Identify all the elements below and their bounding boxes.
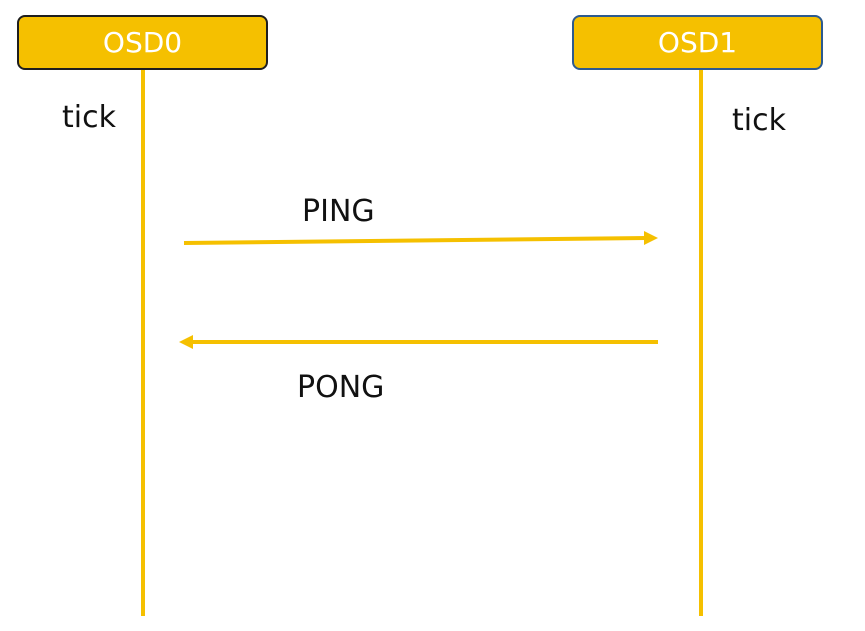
pong-arrow [179,335,658,349]
osd0-tick-label: tick [62,100,116,135]
ping-message-label: PING [302,194,375,229]
ping-arrow [183,231,658,245]
osd0-node-label: OSD0 [102,26,183,59]
osd0-node-box: OSD0 [17,15,268,70]
osd1-node-label: OSD1 [657,26,738,59]
osd1-node-box: OSD1 [572,15,823,70]
pong-message-label: PONG [297,370,385,405]
osd1-tick-label: tick [732,103,786,138]
